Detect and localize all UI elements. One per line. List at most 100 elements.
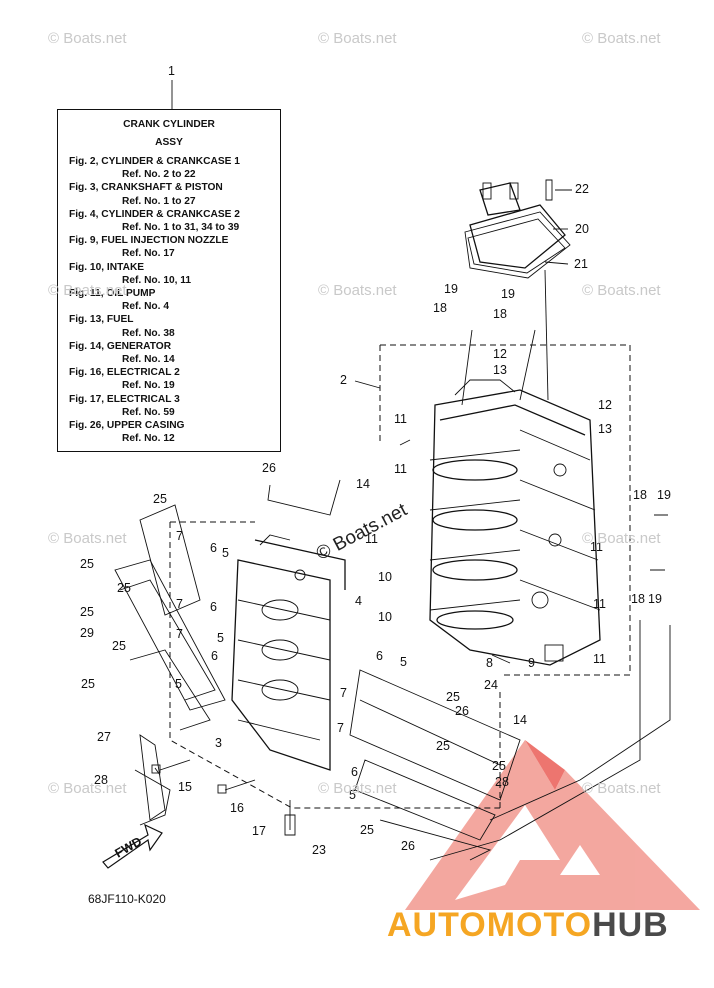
legend-ref-3: Ref. No. 17 <box>122 248 175 260</box>
drawing-code: 68JF110-K020 <box>88 892 166 906</box>
callout-12: 11 <box>394 412 407 426</box>
callout-62: 28 <box>495 775 509 789</box>
callout-50: 26 <box>455 704 469 718</box>
callout-20: 11 <box>590 540 603 554</box>
callout-21: 18 <box>633 488 647 502</box>
callout-45: 6 <box>376 649 383 663</box>
callout-44: 4 <box>355 594 362 608</box>
legend-fig-7: Fig. 14, GENERATOR <box>69 340 172 352</box>
watermark: © Boats.net <box>48 780 127 797</box>
callout-63: 25 <box>360 823 374 837</box>
callout-2: 21 <box>574 257 588 271</box>
callout-9: 13 <box>493 363 507 377</box>
callout-32: 25 <box>80 557 94 571</box>
callout-54: 15 <box>178 780 192 794</box>
callout-3: 19 <box>444 282 458 296</box>
callout-legend-ref: 1 <box>168 64 175 78</box>
legend-ref-0: Ref. No. 2 to 22 <box>122 169 196 181</box>
watermark: © Boats.net <box>48 530 127 547</box>
hose-lines <box>267 269 671 861</box>
legend-fig-4: Fig. 10, INTAKE <box>69 261 145 273</box>
callout-34: 25 <box>80 605 94 619</box>
callout-39: 25 <box>112 639 126 653</box>
callout-17: 10 <box>378 610 392 624</box>
legend-subtitle: ASSY <box>155 137 183 148</box>
callout-15: 11 <box>365 532 378 546</box>
callout-64: 26 <box>401 839 415 853</box>
callout-49: 25 <box>446 690 460 704</box>
watermark: © Boats.net <box>582 530 661 547</box>
fwd-label: FWD <box>113 834 145 860</box>
callout-24: 19 <box>648 592 662 606</box>
legend-fig-9: Fig. 17, ELECTRICAL 3 <box>69 393 180 405</box>
callout-23: 18 <box>631 592 645 606</box>
watermark: © Boats.net <box>582 282 661 299</box>
callout-41: 6 <box>211 649 218 663</box>
callout-22: 19 <box>657 488 671 502</box>
watermark: © Boats.net <box>318 282 397 299</box>
callout-65: 17 <box>252 824 266 838</box>
bolts <box>151 179 668 836</box>
brand-part2: HUB <box>592 906 669 944</box>
callout-18: 8 <box>486 656 493 670</box>
callout-16: 10 <box>378 570 392 584</box>
callout-31: 5 <box>222 546 229 560</box>
brand-part1: AUTOMOTO <box>387 906 593 944</box>
legend-fig-6: Fig. 13, FUEL <box>69 314 134 326</box>
fwd-arrow-icon <box>102 823 163 869</box>
legend-ref-2: Ref. No. 1 to 31, 34 to 39 <box>122 222 240 233</box>
legend-ref-5: Ref. No. 4 <box>122 301 169 313</box>
legend-fig-1: Fig. 3, CRANKSHAFT & PISTON <box>69 182 223 194</box>
crankcase-block <box>429 379 601 666</box>
legend-ref-1: Ref. No. 1 to 27 <box>122 195 196 207</box>
watermark: © Boats.net <box>582 780 661 797</box>
callout-42: 5 <box>175 677 182 691</box>
exhaust-gaskets <box>349 669 521 861</box>
watermark: © Boats.net <box>582 30 661 47</box>
brand-wordmark: AUTOMOTOHUB <box>387 906 669 945</box>
brand-logo-icon <box>405 740 700 910</box>
watermark: © Boats.net <box>318 780 397 797</box>
callout-14: 14 <box>356 477 370 491</box>
callout-48: 24 <box>484 678 498 692</box>
cover-gaskets <box>114 504 226 826</box>
callout-10: 12 <box>598 398 612 412</box>
callout-53: 3 <box>215 736 222 750</box>
callout-4: 18 <box>433 301 447 315</box>
watermark: © Boats.net <box>318 30 397 47</box>
callout-38: 29 <box>80 626 94 640</box>
callout-66: 23 <box>312 843 326 857</box>
watermark: © Boats.net <box>48 282 127 299</box>
legend-ref-8: Ref. No. 19 <box>122 380 175 392</box>
callout-30: 6 <box>210 541 217 555</box>
callout-6: 18 <box>493 307 507 321</box>
leader-lines <box>171 80 572 664</box>
callout-7: 2 <box>340 373 347 387</box>
legend-fig-3: Fig. 9, FUEL INJECTION NOZZLE <box>69 235 229 247</box>
head-cover <box>464 182 571 279</box>
callout-33: 25 <box>117 581 131 595</box>
callout-8: 12 <box>493 347 507 361</box>
callout-61: 25 <box>492 759 506 773</box>
legend-box: CRANK CYLINDER ASSY Fig. 2, CYLINDER & C… <box>57 109 281 452</box>
callout-37: 5 <box>217 631 224 645</box>
callout-36: 6 <box>210 600 217 614</box>
callout-1: 20 <box>575 222 589 236</box>
callout-29: 7 <box>176 529 183 543</box>
callout-55: 16 <box>230 801 244 815</box>
legend-fig-10: Fig. 26, UPPER CASING <box>69 420 185 431</box>
callout-46: 5 <box>400 655 407 669</box>
legend-ref-9: Ref. No. 59 <box>122 406 175 418</box>
crankcase-group-frame <box>380 344 631 676</box>
callout-51: 14 <box>513 713 527 727</box>
watermark: © Boats.net <box>48 30 127 47</box>
callout-19: 9 <box>528 656 535 670</box>
legend-title: CRANK CYLINDER <box>123 119 215 130</box>
legend-fig-0: Fig. 2, CYLINDER & CRANKCASE 1 <box>69 156 240 167</box>
callout-13: 11 <box>394 462 407 476</box>
legend-ref-6: Ref. No. 38 <box>122 327 175 339</box>
callout-25: 11 <box>593 597 606 611</box>
callout-11: 13 <box>598 422 612 436</box>
